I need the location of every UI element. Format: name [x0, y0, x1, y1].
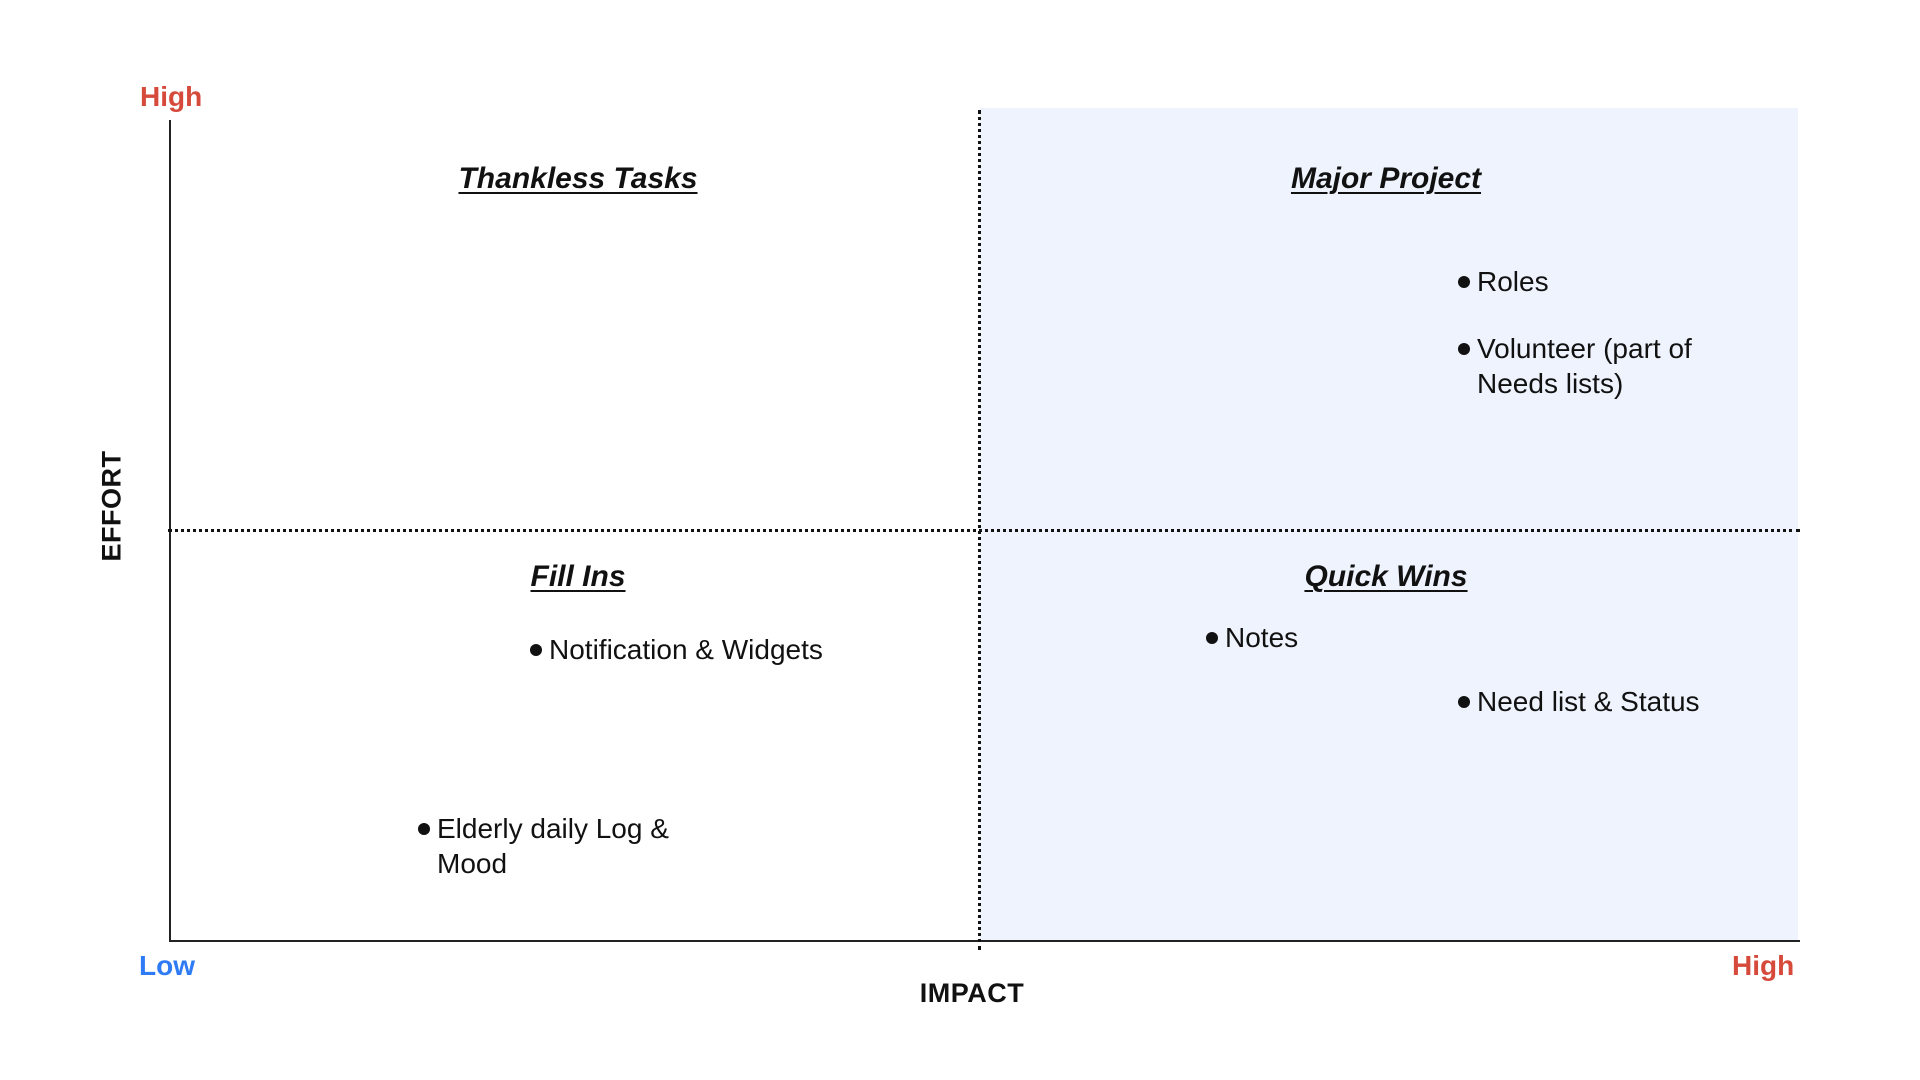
quadrant-title-fill-ins: Fill Ins	[530, 560, 626, 593]
high-impact-highlight	[980, 108, 1798, 940]
bullet-icon	[418, 823, 430, 835]
x-axis-low-label: Low	[139, 950, 195, 981]
item-label: Notification & Widgets	[549, 634, 823, 665]
x-axis-title: IMPACT	[919, 978, 1025, 1008]
bullet-icon	[1458, 696, 1470, 708]
x-axis-high-label: High	[1732, 950, 1795, 981]
item-label: Elderly daily Log & Mood	[437, 813, 669, 879]
y-axis-high-label: High	[140, 81, 203, 112]
list-item: Roles	[1458, 264, 1718, 299]
item-label: Notes	[1225, 622, 1299, 653]
list-item: Volunteer (part of Needs lists)	[1458, 331, 1718, 401]
bullet-icon	[1458, 276, 1470, 288]
y-axis-title: EFFORT	[96, 450, 127, 562]
item-label: Volunteer (part of Needs lists)	[1477, 333, 1692, 399]
list-item: Elderly daily Log & Mood	[418, 811, 678, 881]
quadrant-title-major-project: Major Project	[1290, 162, 1482, 195]
list-item: Notes	[1206, 620, 1406, 655]
list-item: Notification & Widgets	[530, 632, 870, 667]
bullet-icon	[1458, 343, 1470, 355]
list-item: Need list & Status	[1458, 684, 1758, 719]
bullet-icon	[530, 644, 542, 656]
item-label: Need list & Status	[1477, 686, 1700, 717]
quadrant-title-quick-wins: Quick Wins	[1304, 560, 1468, 593]
quadrant-title-thankless-tasks: Thankless Tasks	[458, 162, 698, 195]
bullet-icon	[1206, 632, 1218, 644]
horizontal-divider	[168, 529, 1800, 532]
item-label: Roles	[1477, 266, 1549, 297]
x-axis-line	[169, 940, 1800, 942]
